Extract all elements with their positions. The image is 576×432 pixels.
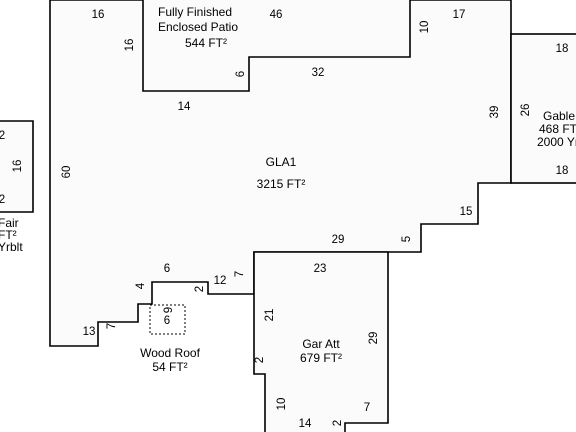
dim-label: 10 <box>419 21 431 34</box>
dim-label: 23 <box>314 263 327 275</box>
dim-label: 2 <box>254 357 266 363</box>
dim-label: 39 <box>489 106 501 119</box>
dim-label: 2 <box>0 130 5 142</box>
gable-name: Gable <box>543 109 575 123</box>
dim-label: 14 <box>299 418 312 430</box>
dim-label: 6 <box>164 315 170 327</box>
dim-label: 29 <box>332 234 345 246</box>
gla-size: 3215 FT² <box>257 177 306 191</box>
dim-label: 17 <box>453 9 466 21</box>
dim-label: 16 <box>124 39 136 52</box>
dim-label: 7 <box>106 323 118 329</box>
left-room-label3: Yrblt <box>0 240 23 254</box>
dim-label: 29 <box>368 332 380 345</box>
dim-label: 10 <box>276 398 288 411</box>
dim-label: 16 <box>92 9 105 21</box>
dim-label: 21 <box>264 309 276 322</box>
garage-size: 679 FT² <box>300 351 342 365</box>
wood-roof-name: Wood Roof <box>140 346 200 360</box>
gable-outline <box>510 33 576 184</box>
garage-name: Gar Att <box>302 337 340 351</box>
left-room-label1: Fair <box>0 216 19 230</box>
dim-label: 18 <box>556 43 569 55</box>
gable-year: 2000 Yr <box>537 135 576 149</box>
dim-label: 7 <box>234 271 246 277</box>
dim-label: 2 <box>194 286 206 292</box>
dim-label: 7 <box>364 402 370 414</box>
gable-size: 468 FT <box>539 122 576 136</box>
dim-label: 2 <box>0 194 5 206</box>
dim-label: 14 <box>178 101 191 113</box>
garage-outline <box>253 251 389 432</box>
dim-label: 2 <box>332 420 344 426</box>
dim-label: 60 <box>61 166 73 179</box>
dim-label: 9 <box>163 307 175 313</box>
gla-name: GLA1 <box>266 155 297 169</box>
dim-label: 4 <box>135 282 147 289</box>
dim-label: 18 <box>556 165 569 177</box>
dim-label: 6 <box>164 263 170 275</box>
wood-roof-size: 54 FT² <box>152 360 187 374</box>
patio-name-line2: Enclosed Patio <box>158 20 238 34</box>
patio-outline <box>142 0 411 92</box>
dim-label: 12 <box>214 275 227 287</box>
dim-label: 16 <box>12 160 24 173</box>
left-room-label2: FT² <box>0 228 17 242</box>
dim-label: 26 <box>520 104 532 117</box>
left-partial-room <box>0 120 34 213</box>
dim-label: 46 <box>270 9 283 21</box>
dim-label: 13 <box>83 326 96 338</box>
patio-size: 544 FT² <box>185 36 227 50</box>
dim-label: 6 <box>235 71 247 77</box>
dim-label: 5 <box>401 236 413 242</box>
dim-label: 32 <box>312 67 325 79</box>
wood-roof-outline <box>149 304 186 335</box>
patio-name-line1: Fully Finished <box>158 5 232 19</box>
dim-label: 15 <box>460 206 473 218</box>
